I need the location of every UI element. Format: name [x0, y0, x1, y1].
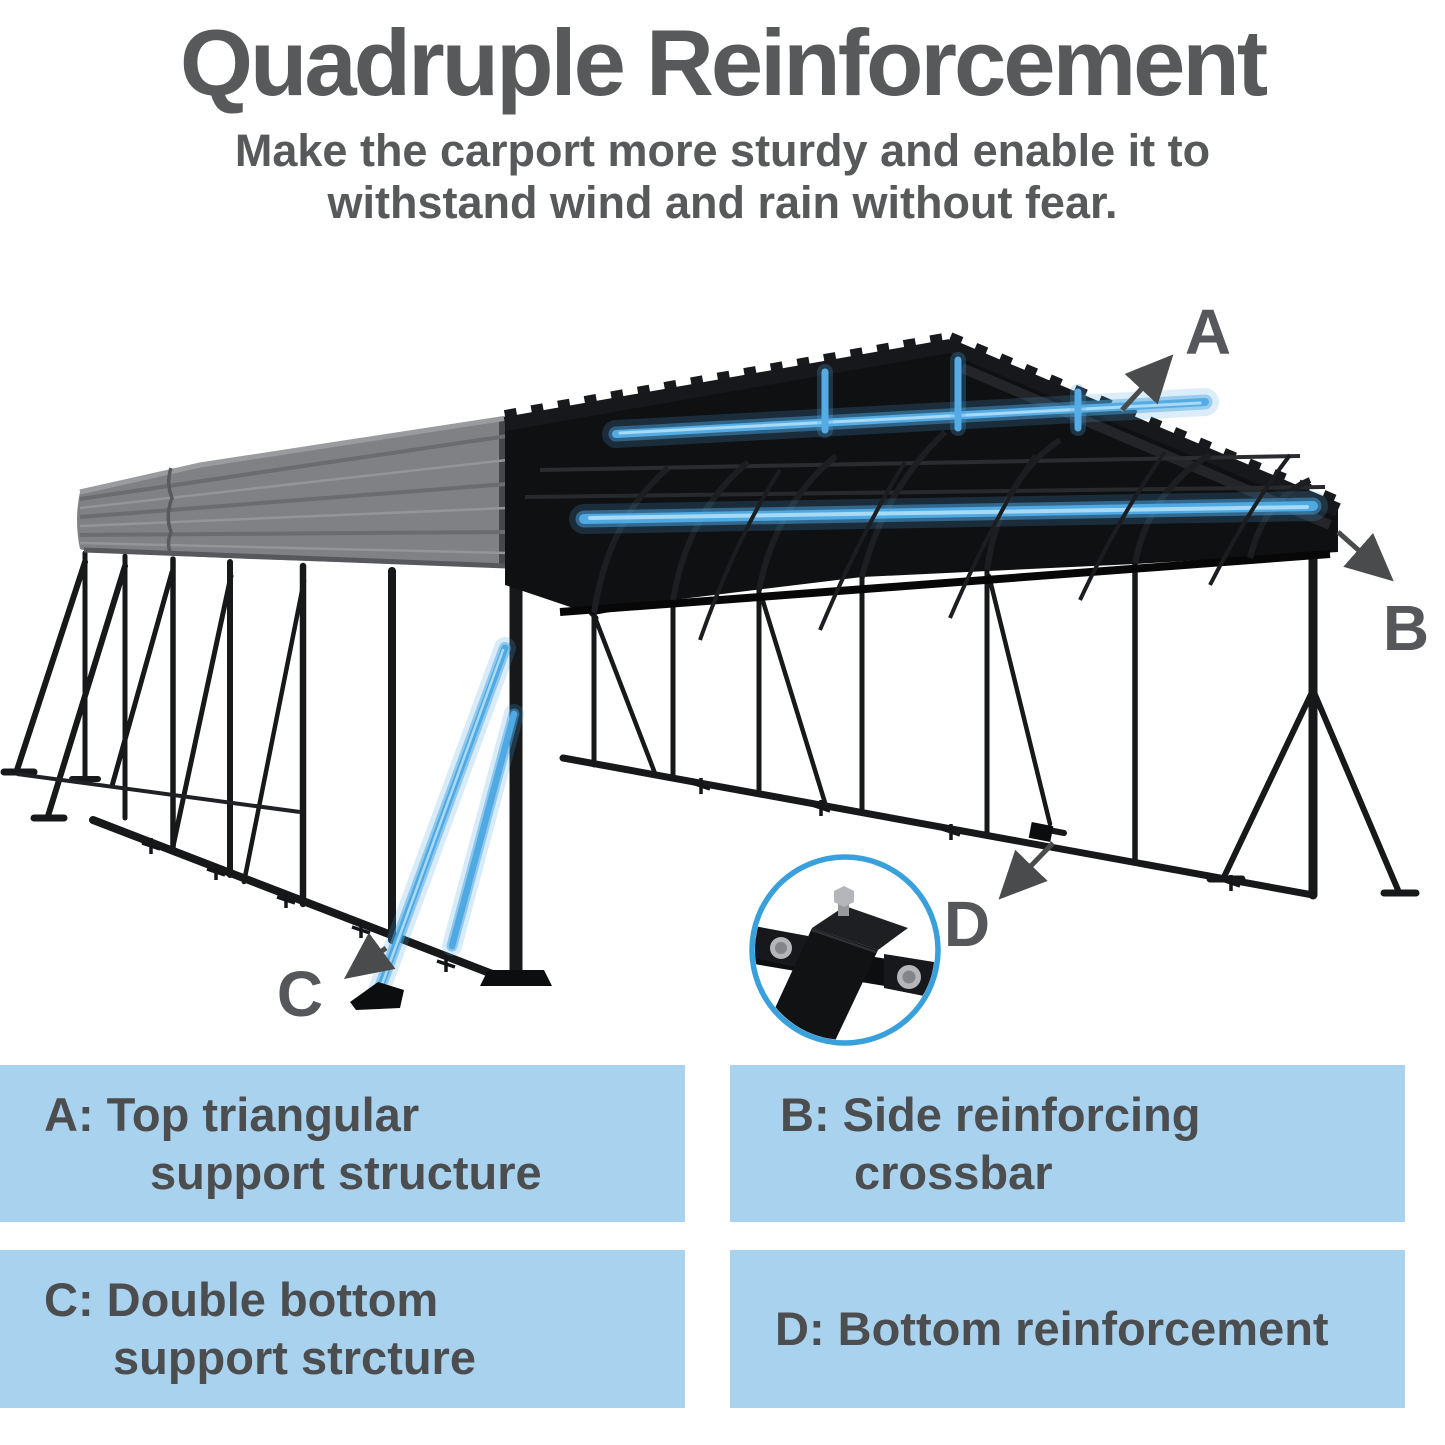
legend-c-line1: C: Double bottom — [44, 1273, 439, 1326]
legend-a-line1: A: Top triangular — [44, 1087, 420, 1141]
arrow-a — [1120, 354, 1174, 412]
arrow-d — [998, 841, 1055, 900]
legend-a-line2: support structure — [150, 1145, 542, 1199]
callout-arrows — [343, 354, 1394, 979]
legend-box-b: B: Side reinforcing crossbar — [730, 1065, 1405, 1222]
roof-side-panel — [77, 415, 508, 569]
label-c: C — [277, 958, 323, 1030]
inset-detail-circle — [749, 854, 941, 1046]
near-rafter-ribs — [698, 450, 1292, 641]
ground-anchor-stakes — [141, 838, 456, 972]
label-d: D — [944, 888, 990, 960]
left-wall-frame — [0, 550, 517, 986]
highlight-side-crossbar — [569, 491, 1328, 534]
callout-labels: A B C D — [277, 296, 1429, 1030]
page-title: Quadruple Reinforcement — [179, 10, 1268, 115]
arrow-c — [343, 932, 396, 979]
legend-box-a: A: Top triangular support structure — [0, 1065, 685, 1222]
page-subtitle: Make the carport more sturdy and enable … — [0, 125, 1445, 229]
highlight-top-ridge-bar — [602, 352, 1219, 448]
hex-bolt-icon — [834, 886, 854, 907]
bottom-reinforcement-joint — [1028, 822, 1054, 842]
panel-seam — [166, 467, 174, 555]
highlight-bottom-struts — [367, 637, 524, 1004]
roof-underside — [503, 332, 1341, 616]
strut-foot-plate — [350, 982, 404, 1010]
label-b: B — [1383, 592, 1429, 664]
subtitle-line2: withstand wind and rain without fear. — [327, 176, 1118, 228]
legend-box-c: C: Double bottom support strcture — [0, 1250, 685, 1408]
legend-b-line1: B: Side reinforcing — [780, 1087, 1201, 1141]
arrow-b — [1336, 530, 1394, 582]
header: Quadruple Reinforcement Make the carport… — [0, 10, 1445, 229]
label-a: A — [1185, 296, 1231, 368]
legend-b-line2: crossbar — [854, 1145, 1053, 1199]
legend-box-d: D: Bottom reinforcement — [730, 1250, 1405, 1408]
legend-d-line1: D: Bottom reinforcement — [775, 1302, 1329, 1355]
legend-c-line2: support strcture — [113, 1331, 476, 1384]
subtitle-line1: Make the carport more sturdy and enable … — [234, 124, 1211, 176]
